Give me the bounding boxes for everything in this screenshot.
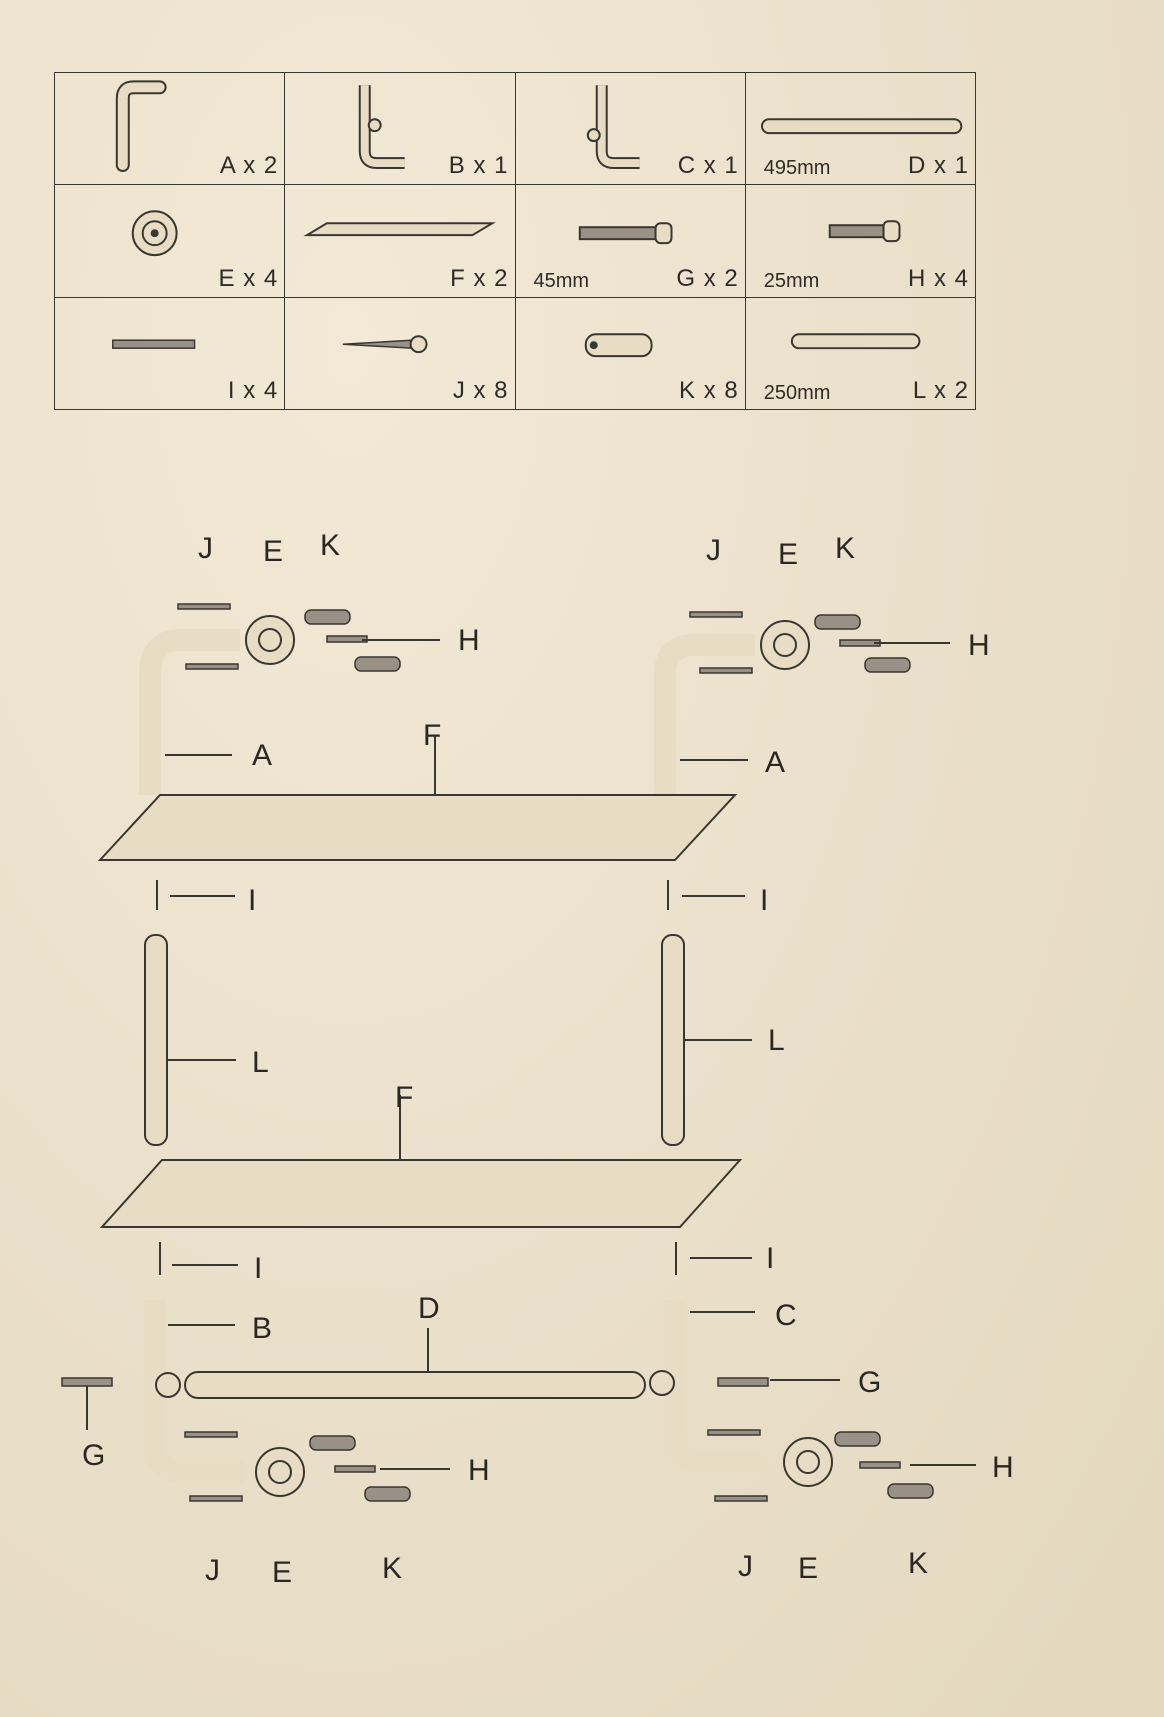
bolt-long-icon: [578, 222, 672, 245]
callout-h-lower-right: H: [992, 1451, 1014, 1484]
callout-k-lower-right: K: [908, 1547, 928, 1580]
upper-right-elbow: [654, 620, 810, 795]
callout-f-lower: F: [395, 1081, 413, 1114]
part-cell-e: E x 4: [53, 184, 286, 298]
part-label-f: F x 2: [450, 264, 509, 292]
part-size-g: 45mm: [533, 269, 590, 292]
callout-g-left: G: [82, 1439, 105, 1472]
tee-elbow-right-icon: [586, 85, 640, 170]
callout-l-left: L: [252, 1046, 269, 1079]
callout-c: C: [775, 1299, 797, 1332]
callout-j-lower-right: J: [738, 1550, 753, 1583]
part-label-l: L x 2: [912, 377, 969, 404]
callout-a-left: A: [252, 739, 272, 772]
part-size-d: 495mm: [763, 157, 831, 180]
callout-k-upper-right: K: [835, 532, 855, 565]
callout-k-lower-left: K: [382, 1552, 402, 1585]
callout-e-upper-left: E: [263, 535, 283, 568]
part-label-a: A x 2: [219, 152, 279, 180]
upper-left-elbow: [139, 615, 295, 795]
upper-shelf: [97, 794, 738, 861]
tee-elbow-left-icon: [359, 85, 405, 170]
part-label-i: I x 4: [227, 377, 279, 404]
flange-icon: [131, 210, 178, 257]
wall-plug-icon: [584, 332, 653, 357]
part-label-b: B x 1: [448, 152, 509, 180]
long-tube: [184, 1371, 646, 1399]
callout-i-lower-left: I: [254, 1252, 262, 1285]
lower-left-tee: [144, 1300, 305, 1497]
parts-row: E x 4 F x 2 45mm G x 2 25mm H x 4: [53, 184, 977, 298]
callout-a-right: A: [765, 746, 785, 779]
lower-shelf: [99, 1159, 743, 1228]
part-label-j: J x 8: [452, 377, 509, 404]
part-cell-d: 495mm D x 1: [744, 71, 977, 186]
callout-e-lower-right: E: [798, 1552, 818, 1585]
part-cell-b: B x 1: [284, 71, 516, 186]
part-cell-h: 25mm H x 4: [744, 184, 977, 298]
part-cell-i: I x 4: [53, 296, 286, 411]
callout-i-lower-right: I: [766, 1242, 774, 1275]
part-label-d: D x 1: [907, 152, 969, 180]
part-label-h: H x 4: [907, 264, 969, 292]
part-size-l: 250mm: [763, 382, 831, 404]
elbow-pipe-icon: [115, 80, 167, 173]
callout-j-lower-left: J: [205, 1554, 220, 1587]
part-cell-l: 250mm L x 2: [744, 296, 977, 411]
callout-j-upper-left: J: [198, 532, 213, 565]
callout-d: D: [418, 1292, 440, 1325]
left-rod: [144, 934, 168, 1146]
callout-k-upper-left: K: [320, 529, 340, 562]
shelf-board-icon: [303, 222, 497, 237]
callout-h-upper-right: H: [968, 629, 990, 662]
part-label-e: E x 4: [218, 264, 279, 292]
part-cell-c: C x 1: [514, 71, 746, 186]
fasteners: [61, 603, 934, 1502]
callout-e-lower-left: E: [272, 1556, 292, 1589]
leader-lines: [86, 639, 976, 1470]
right-rod: [661, 934, 685, 1146]
part-cell-a: A x 2: [53, 71, 286, 186]
long-tube-icon: [760, 118, 963, 135]
callout-g-right: G: [858, 1366, 881, 1399]
callout-l-right: L: [768, 1024, 785, 1057]
callout-i-upper-right: I: [760, 884, 768, 917]
part-cell-g: 45mm G x 2: [514, 184, 746, 298]
callout-h-lower-left: H: [468, 1454, 490, 1487]
parts-row: A x 2 B x 1 C x 1 495mm D x 1: [53, 71, 977, 186]
callout-i-upper-left: I: [248, 884, 256, 917]
callout-b: B: [252, 1312, 272, 1345]
callout-j-upper-right: J: [706, 534, 721, 567]
part-label-c: C x 1: [677, 152, 739, 180]
wood-screw-icon: [343, 334, 428, 353]
callout-h-upper-left: H: [458, 624, 480, 657]
part-label-k: K x 8: [679, 377, 739, 404]
part-label-g: G x 2: [676, 264, 739, 292]
parts-row: I x 4 J x 8 K x 8 250mm L x 2: [53, 296, 977, 411]
part-size-h: 25mm: [763, 269, 820, 292]
bolt-short-icon: [828, 220, 901, 243]
part-cell-f: F x 2: [284, 184, 516, 298]
parts-table: A x 2 B x 1 C x 1 495mm D x 1: [53, 71, 977, 411]
short-tube-icon: [790, 332, 921, 349]
callout-e-upper-right: E: [778, 538, 798, 571]
part-cell-k: K x 8: [514, 296, 746, 411]
lower-right-tee: [649, 1300, 833, 1487]
double-thread-screw-icon: [112, 339, 196, 349]
callout-f-upper: F: [423, 719, 441, 752]
part-cell-j: J x 8: [284, 296, 516, 411]
